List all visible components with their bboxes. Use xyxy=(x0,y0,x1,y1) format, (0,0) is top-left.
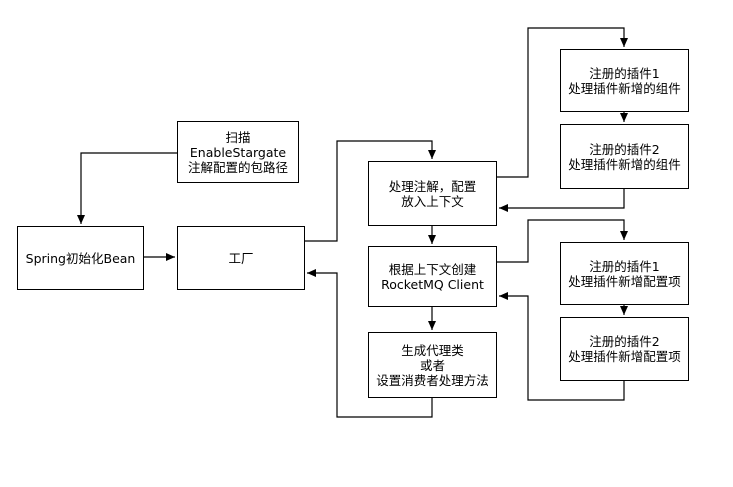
spring-init-bean-label: Spring初始化Bean xyxy=(25,250,136,266)
edge-plugin2-config-to-create xyxy=(499,292,625,401)
scan-packages-box: 扫描EnableStargate 注解配置的包路径 xyxy=(177,121,299,183)
generate-proxy-label: 生成代理类 或者 设置消费者处理方法 xyxy=(376,342,489,388)
plugin2-config-box: 注册的插件2 处理插件新增配置项 xyxy=(560,317,689,381)
edge-process-to-plugin1-components xyxy=(497,27,628,178)
plugin2-components-label: 注册的插件2 处理插件新增的组件 xyxy=(568,141,681,172)
plugin1-config-label: 注册的插件1 处理插件新增配置项 xyxy=(568,258,681,289)
create-client-box: 根据上下文创建 RocketMQ Client xyxy=(368,246,497,307)
edge-factory-to-process xyxy=(305,140,436,242)
edge-create-to-plugin1-config xyxy=(497,219,628,263)
plugin1-components-label: 注册的插件1 处理插件新增的组件 xyxy=(568,65,681,96)
process-annotation-label: 处理注解，配置 放入上下文 xyxy=(388,178,477,209)
plugin2-config-label: 注册的插件2 处理插件新增配置项 xyxy=(568,334,681,364)
generate-proxy-box: 生成代理类 或者 设置消费者处理方法 xyxy=(368,332,497,398)
plugin1-components-box: 注册的插件1 处理插件新增的组件 xyxy=(560,49,689,112)
factory-box: 工厂 xyxy=(177,226,305,290)
plugin1-config-box: 注册的插件1 处理插件新增配置项 xyxy=(560,242,689,305)
factory-label: 工厂 xyxy=(228,250,254,266)
spring-init-bean-box: Spring初始化Bean xyxy=(17,226,144,290)
create-client-label: 根据上下文创建 RocketMQ Client xyxy=(381,261,484,292)
edge-scan-to-spring xyxy=(77,152,177,224)
edge-plugin2-components-to-process xyxy=(499,189,625,212)
scan-packages-label: 扫描EnableStargate 注解配置的包路径 xyxy=(187,129,288,175)
plugin2-components-box: 注册的插件2 处理插件新增的组件 xyxy=(560,124,689,189)
process-annotation-box: 处理注解，配置 放入上下文 xyxy=(368,161,497,226)
edge-generate-to-factory xyxy=(307,269,433,418)
